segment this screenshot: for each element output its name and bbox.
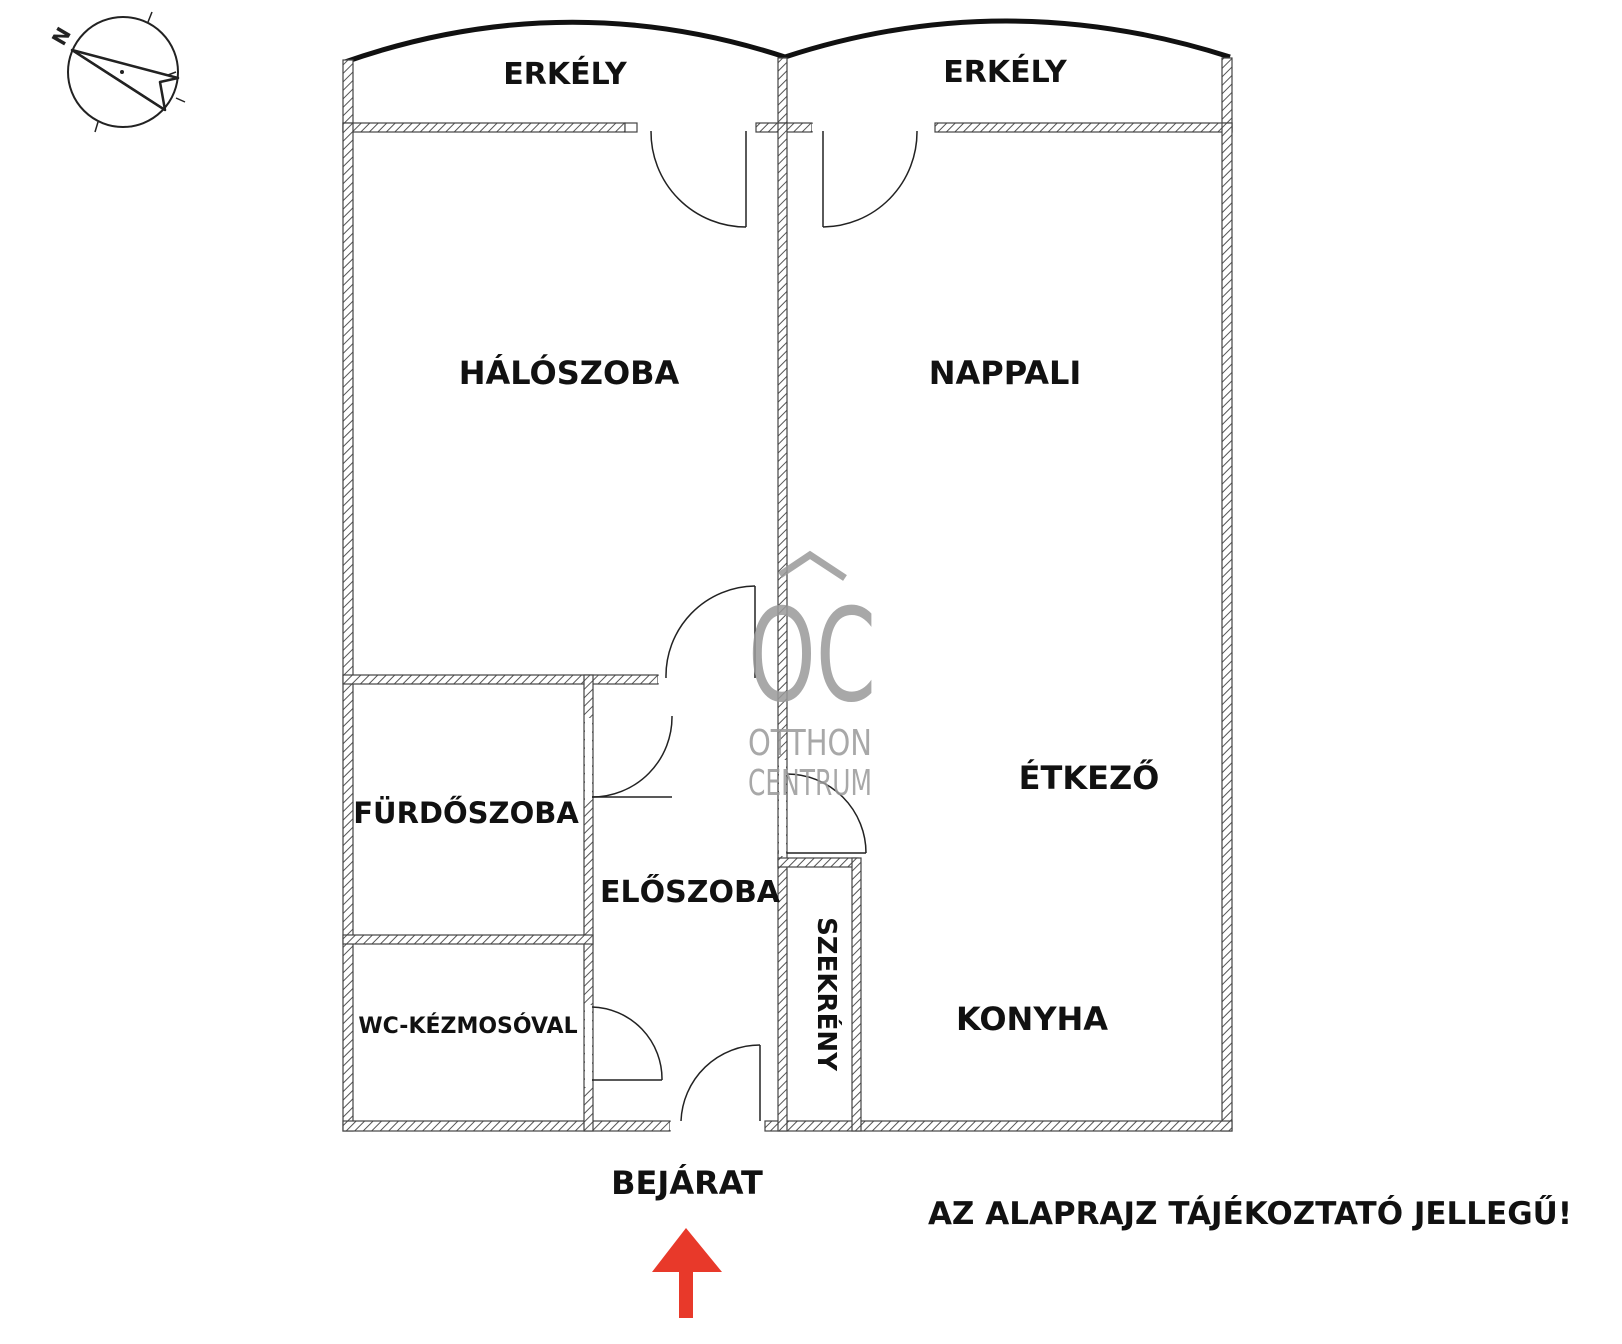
balcony-left-rail bbox=[344, 19, 786, 65]
room-label-balcony-left: ERKÉLY bbox=[503, 56, 628, 92]
room-label-living-room: NAPPALI bbox=[929, 354, 1082, 392]
room-label-balcony-right: ERKÉLY bbox=[943, 54, 1068, 90]
balcony-right-rail bbox=[784, 18, 1231, 60]
entrance-label: BEJÁRAT bbox=[611, 1164, 763, 1202]
logo-monogram: OC bbox=[748, 582, 876, 731]
disclaimer-note: AZ ALAPRAJZ TÁJÉKOZTATÓ JELLEGŰ! bbox=[928, 1195, 1572, 1232]
logo-line2: CENTRUM bbox=[748, 763, 872, 804]
room-label-toilet: WC-KÉZMOSÓVAL bbox=[358, 1013, 577, 1039]
walls bbox=[342, 57, 1233, 1132]
compass-north-label: N bbox=[47, 23, 76, 50]
room-label-bedroom: HÁLÓSZOBA bbox=[459, 353, 680, 392]
room-label-dining: ÉTKEZŐ bbox=[1019, 758, 1160, 797]
logo-line1: OTTHON bbox=[748, 723, 872, 764]
door-swings bbox=[591, 130, 918, 1122]
room-label-hallway: ELŐSZOBA bbox=[600, 873, 781, 910]
compass-icon: N bbox=[47, 11, 186, 133]
entrance-arrow-icon bbox=[652, 1228, 722, 1318]
room-label-kitchen: KONYHA bbox=[956, 1000, 1108, 1038]
otthon-centrum-logo: OC OTTHON CENTRUM bbox=[748, 550, 876, 804]
room-label-wardrobe: SZEKRÉNY bbox=[811, 917, 843, 1072]
room-label-bathroom: FÜRDŐSZOBA bbox=[353, 796, 579, 830]
